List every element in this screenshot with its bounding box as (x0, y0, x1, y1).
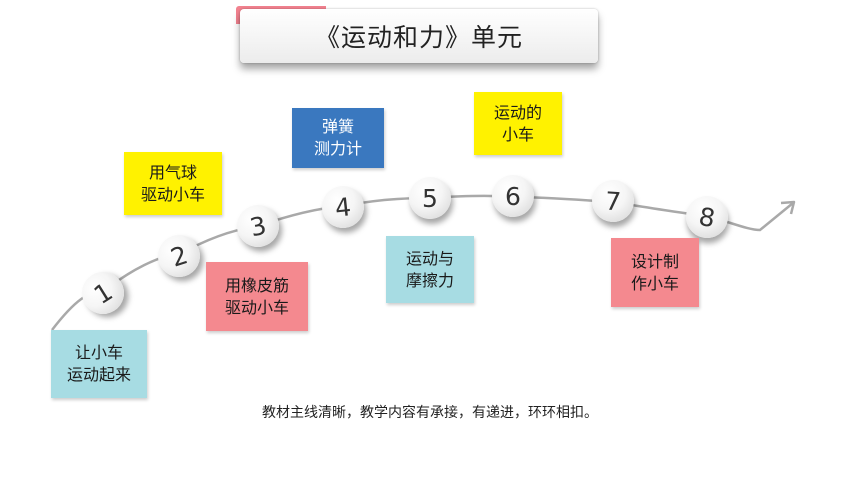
title-banner: 《运动和力》单元 (236, 6, 602, 66)
step-node-6: 6 (492, 175, 534, 217)
progress-path (51, 194, 794, 331)
step-node-5: 5 (409, 177, 451, 219)
arrow-head-icon (780, 200, 796, 215)
step-label-2: 用气球 驱动小车 (124, 152, 222, 215)
step-label-6: 运动的 小车 (474, 92, 562, 155)
step-label-5: 运动与 摩擦力 (386, 236, 474, 303)
step-label-3: 用橡皮筋 驱动小车 (206, 262, 308, 331)
summary-caption: 教材主线清晰，教学内容有承接，有递进，环环相扣。 (262, 405, 598, 421)
step-label-7: 设计制 作小车 (611, 238, 699, 307)
unit-title: 《运动和力》单元 (314, 23, 523, 52)
step-label-1: 让小车 运动起来 (51, 330, 147, 398)
title-box (240, 9, 598, 63)
step-label-4: 弹簧 测力计 (292, 108, 384, 168)
